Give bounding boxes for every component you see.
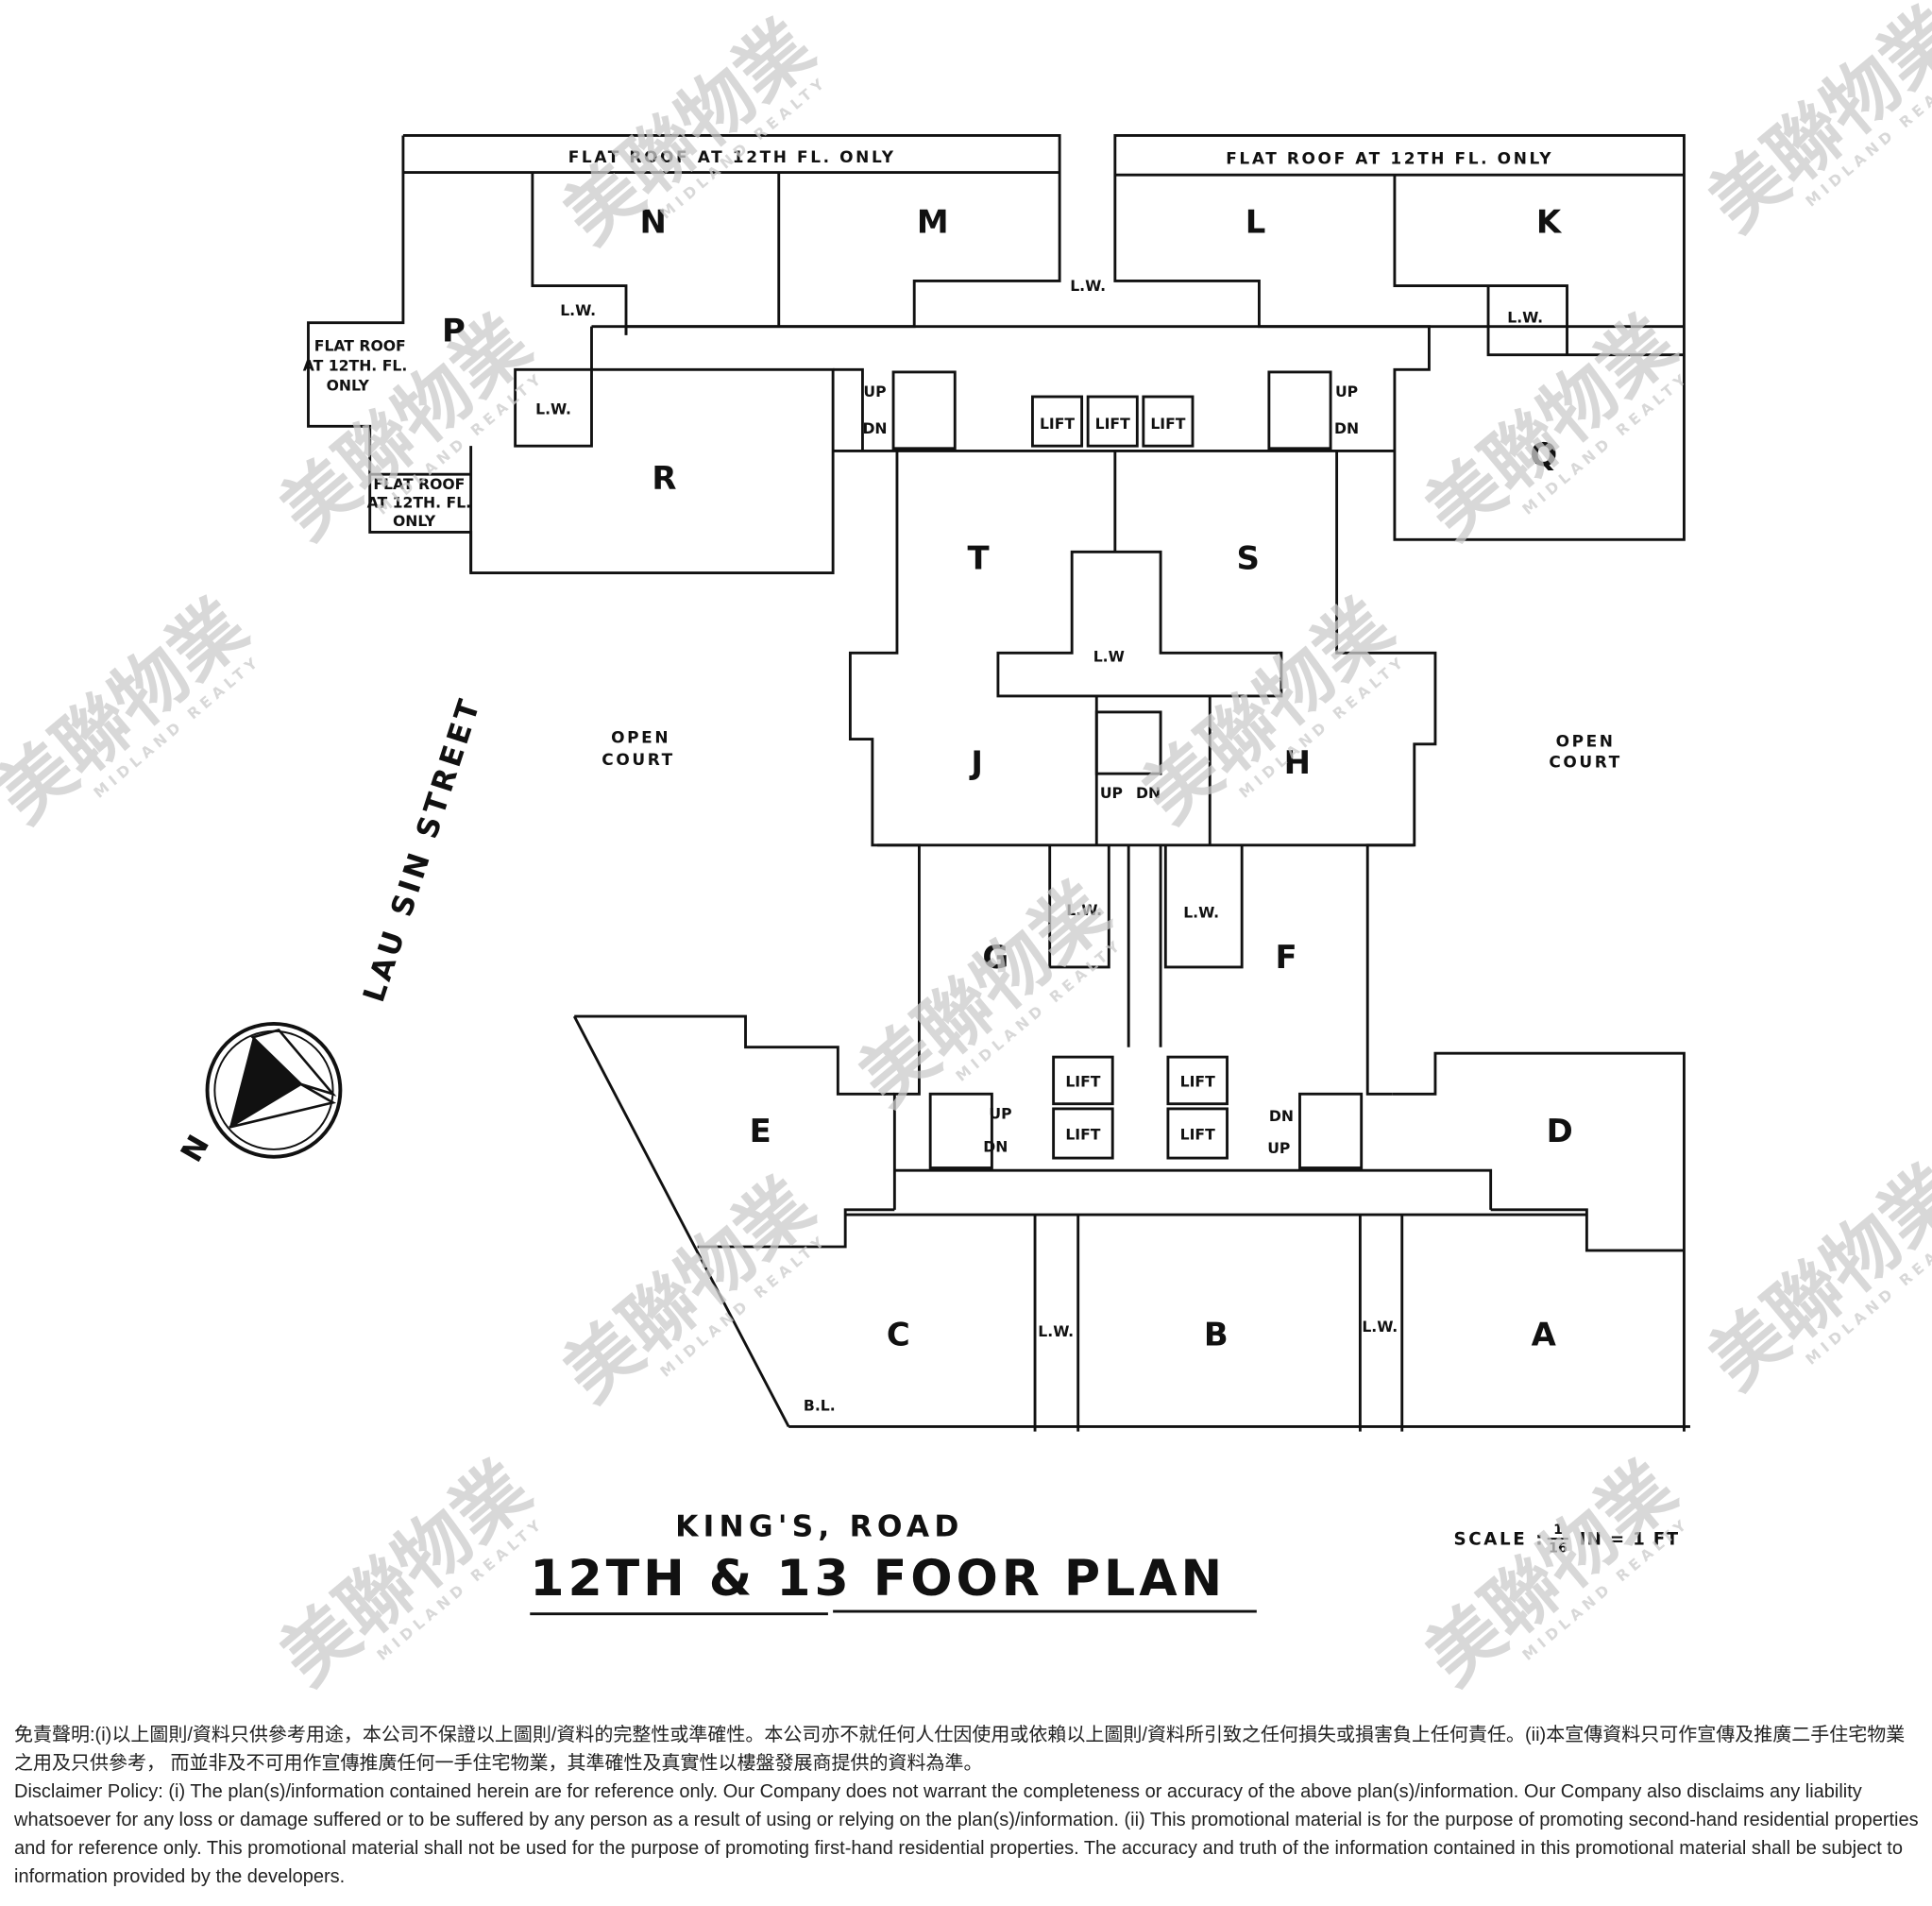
scale-note: SCALE : 1 16 IN = 1 FT: [1454, 1523, 1680, 1557]
lift-label: LIFT: [1065, 1072, 1100, 1090]
disclaimer: 免責聲明:(i)以上圖則/資料只供參考用途，本公司不保證以上圖則/資料的完整性或…: [14, 1721, 1922, 1891]
flat-roof-strip: FLAT ROOF AT 12TH FL. ONLY: [568, 147, 896, 166]
open-court-label: OPEN: [1556, 731, 1616, 750]
walls: [307, 134, 1690, 1432]
unit-f: F: [1276, 939, 1297, 976]
flat-roof-line: FLAT ROOF: [314, 337, 406, 355]
scale-unit: IN = 1 FT: [1580, 1530, 1680, 1550]
up-label: UP: [863, 383, 886, 400]
up-label: UP: [1100, 784, 1123, 802]
bl-label: B.L.: [804, 1396, 836, 1414]
stair-direction-labels: UP DN UP DN UP DN UP DN DN UP: [862, 383, 1359, 1157]
watermark-text: 美聯物業: [1127, 584, 1408, 840]
dn-label: DN: [1269, 1107, 1294, 1125]
staircases: [891, 370, 1364, 1169]
unit-a: A: [1532, 1316, 1557, 1353]
scale-label: SCALE :: [1454, 1530, 1546, 1550]
disclaimer-zh: 免責聲明:(i)以上圖則/資料只供參考用途，本公司不保證以上圖則/資料的完整性或…: [14, 1725, 1906, 1774]
open-court-labels: OPEN COURT OPEN COURT: [602, 728, 1621, 772]
lw-label: L.W.: [560, 301, 596, 319]
unit-k: K: [1536, 204, 1563, 241]
lw-label: L.W.: [1183, 904, 1219, 922]
watermark-text: 美聯物業: [548, 5, 829, 261]
watermark-text: 美聯物業: [548, 1163, 829, 1419]
lw-label: L.W.: [1066, 901, 1102, 919]
lift-label: LIFT: [1065, 1126, 1100, 1144]
dn-label: DN: [983, 1138, 1008, 1156]
lift-label: LIFT: [1180, 1126, 1215, 1144]
up-label: UP: [1267, 1139, 1290, 1157]
flat-roof-line: AT 12TH. FL.: [303, 357, 408, 375]
lift-label: LIFT: [1095, 415, 1130, 433]
dn-label: DN: [1136, 784, 1161, 802]
light-well-labels: L.W. L.W. L.W. L.W. L.W L.W. L.W. L.W. L…: [535, 277, 1543, 1415]
unit-q: Q: [1530, 436, 1557, 473]
unit-m: M: [917, 204, 949, 241]
unit-r: R: [652, 460, 676, 497]
floor-plan-drawing: LIFT LIFT LIFT LIFT LIFT LIFT LIFT UP DN…: [0, 0, 1932, 1700]
flat-roof-labels: FLAT ROOF AT 12TH FL. ONLY FLAT ROOF AT …: [303, 147, 1553, 530]
flat-roof-line: AT 12TH. FL.: [367, 493, 472, 511]
scale-denominator: 16: [1549, 1540, 1568, 1556]
lifts: LIFT LIFT LIFT LIFT LIFT LIFT LIFT: [1031, 395, 1229, 1160]
unit-j: J: [969, 744, 983, 781]
up-label: UP: [1335, 383, 1358, 400]
watermark-text: 美聯物業: [1410, 1446, 1691, 1700]
plan-title: 12TH & 13 FOOR PLAN: [530, 1551, 1226, 1608]
unit-labels: N M L K P R Q T S J H G F E D C B A: [442, 204, 1573, 1353]
unit-n: N: [640, 204, 667, 241]
street-label-lau-sin: LAU SIN STREET: [357, 692, 488, 1006]
unit-c: C: [887, 1316, 910, 1353]
flat-roof-strip: FLAT ROOF AT 12TH FL. ONLY: [1226, 148, 1553, 167]
unit-p: P: [442, 312, 466, 349]
open-court-label: COURT: [602, 750, 674, 769]
open-court-label: OPEN: [611, 728, 670, 747]
dn-label: DN: [862, 419, 887, 437]
unit-h: H: [1284, 744, 1311, 781]
unit-t: T: [967, 540, 989, 577]
unit-b: B: [1204, 1316, 1229, 1353]
lw-label: L.W.: [1362, 1318, 1398, 1336]
title-underline: [530, 1609, 1257, 1616]
north-label: N: [175, 1130, 216, 1168]
flat-roof-line: FLAT ROOF: [373, 475, 465, 493]
unit-e: E: [750, 1113, 771, 1149]
lift-label: LIFT: [1040, 415, 1075, 433]
watermark-text: 美聯物業: [264, 1446, 546, 1700]
unit-s: S: [1236, 540, 1259, 577]
street-label-kings-road: KING'S, ROAD: [675, 1510, 963, 1544]
lw-label: L.W.: [1507, 309, 1543, 327]
lw-label: L.W.: [1038, 1322, 1074, 1340]
unit-g: G: [982, 939, 1008, 976]
lw-label: L.W: [1093, 647, 1125, 665]
flat-roof-line: ONLY: [327, 376, 370, 394]
watermark-text: 美聯物業: [0, 584, 263, 840]
flat-roof-line: ONLY: [393, 512, 436, 530]
disclaimer-en: Disclaimer Policy: (i) The plan(s)/infor…: [14, 1781, 1919, 1887]
up-label: UP: [989, 1104, 1011, 1122]
dn-label: DN: [1334, 419, 1359, 437]
scale-numerator: 1: [1553, 1523, 1563, 1538]
open-court-label: COURT: [1549, 753, 1621, 772]
unit-d: D: [1547, 1113, 1573, 1149]
lift-label: LIFT: [1150, 415, 1185, 433]
unit-l: L: [1246, 204, 1266, 241]
lw-label: L.W.: [1070, 277, 1106, 295]
lw-label: L.W.: [535, 400, 571, 417]
north-arrow-icon: N: [175, 1021, 343, 1168]
lift-label: LIFT: [1180, 1072, 1215, 1090]
watermark-text: 美聯物業: [1410, 300, 1691, 556]
